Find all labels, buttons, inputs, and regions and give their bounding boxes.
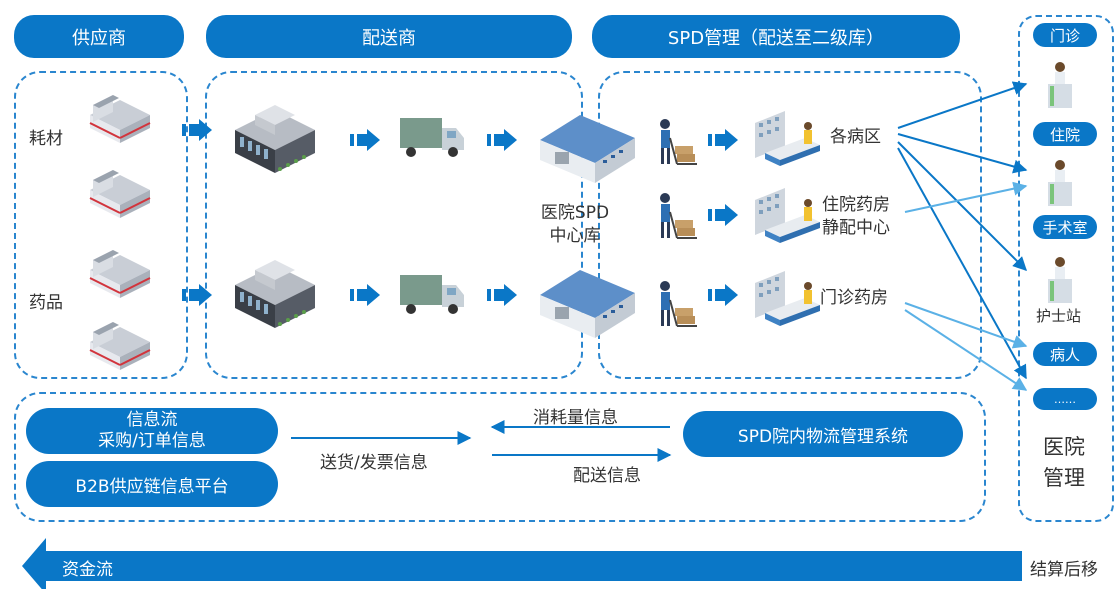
hospital-desk-icon [1048, 62, 1072, 108]
hospital-desk-icon [1048, 160, 1072, 206]
hospital-inpatient-tag: 住院 [1033, 122, 1097, 146]
supplier-header: 供应商 [14, 15, 184, 58]
inpatient-pharmacy-line [904, 181, 1028, 213]
outpatient-pharmacy-line-a [904, 302, 1028, 349]
central-warehouse-icon [540, 115, 635, 183]
truck-icon [400, 275, 464, 314]
funds-flow-label: 资金流 [62, 560, 113, 580]
info-flow-line2: 采购/订单信息 [98, 431, 206, 451]
b2b-platform-pill: B2B供应链信息平台 [26, 461, 278, 507]
ward-to-outpatient-line [897, 81, 1028, 129]
hospital-title-line1: 医院 [1043, 435, 1085, 459]
pharmacy-counter-icon [755, 271, 820, 326]
spd-header: SPD管理（配送至二级库） [592, 15, 960, 58]
distributor-header: 配送商 [206, 15, 572, 58]
worker-cart-icon [660, 119, 697, 165]
hospital-surgery-tag: 手术室 [1033, 215, 1097, 239]
warehouse-building-icon [235, 260, 315, 328]
factory-icon [89, 170, 151, 218]
outpatient-pharmacy-line-b [904, 309, 1028, 391]
hospital-patient-tag: 病人 [1033, 342, 1097, 366]
hospital-nurse-label: 护士站 [1036, 307, 1082, 325]
ward-label: 各病区 [830, 127, 881, 147]
consume-info-label: 消耗量信息 [533, 408, 618, 428]
factory-icon [89, 95, 151, 143]
central-warehouse-label: 医院SPD 中心库 [535, 202, 615, 248]
inpatient-pharmacy-line2: 静配中心 [822, 218, 890, 238]
spd-system-pill: SPD院内物流管理系统 [683, 411, 963, 457]
warehouse-building-icon [235, 105, 315, 173]
inpatient-pharmacy-line1: 住院药房 [822, 195, 890, 215]
hospital-outpatient-tag: 门诊 [1033, 23, 1097, 47]
central-warehouse-line2: 中心库 [549, 226, 601, 246]
worker-cart-icon [660, 281, 697, 327]
funds-flow-arrow [22, 538, 1022, 589]
distributor-box [205, 71, 583, 379]
factory-icon [89, 322, 151, 370]
ward-to-nurse-line [897, 141, 1027, 271]
central-warehouse-icon [540, 270, 635, 338]
worker-cart-icon [660, 193, 697, 239]
pharmacy-counter-icon [755, 188, 820, 243]
hospital-more-tag: …… [1033, 388, 1097, 410]
delivery-info-label: 配送信息 [573, 466, 641, 486]
supplier-item-drugs: 药品 [29, 293, 63, 313]
hospital-title: 医院 管理 [1028, 432, 1100, 494]
pharmacy-counter-icon [755, 111, 820, 166]
inpatient-pharmacy-label: 住院药房 静配中心 [822, 194, 890, 240]
ward-to-patient-line [897, 147, 1027, 380]
factory-icon [89, 250, 151, 298]
info-flow-line1: 信息流 [126, 410, 178, 430]
hospital-desk-icon [1048, 257, 1072, 303]
block-arrows [182, 119, 738, 306]
info-box [14, 392, 986, 522]
central-warehouse-line1: 医院SPD [540, 203, 610, 223]
delivery-invoice-label: 送货/发票信息 [320, 453, 428, 473]
ward-to-inpatient-line [897, 133, 1028, 174]
hospital-title-line2: 管理 [1043, 466, 1085, 490]
supplier-item-consumables: 耗材 [29, 129, 63, 149]
settlement-label: 结算后移 [1030, 560, 1098, 580]
outpatient-pharmacy-label: 门诊药房 [820, 288, 888, 308]
info-flow-pill: 信息流 采购/订单信息 [26, 408, 278, 454]
supplier-box [14, 71, 188, 379]
truck-icon [400, 118, 464, 157]
